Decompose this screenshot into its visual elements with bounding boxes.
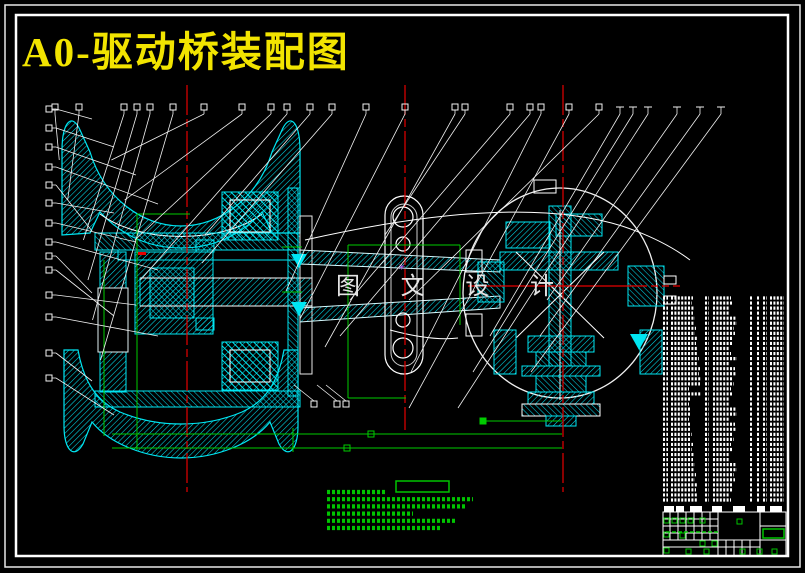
tech-notes-block — [327, 481, 473, 528]
watermark-text: 图 文 设 计 — [336, 266, 571, 301]
title-block-highlights — [664, 518, 784, 554]
drawing-title: A0-驱动桥装配图 — [22, 18, 350, 78]
title-block — [663, 512, 786, 556]
parts-table — [663, 298, 784, 512]
